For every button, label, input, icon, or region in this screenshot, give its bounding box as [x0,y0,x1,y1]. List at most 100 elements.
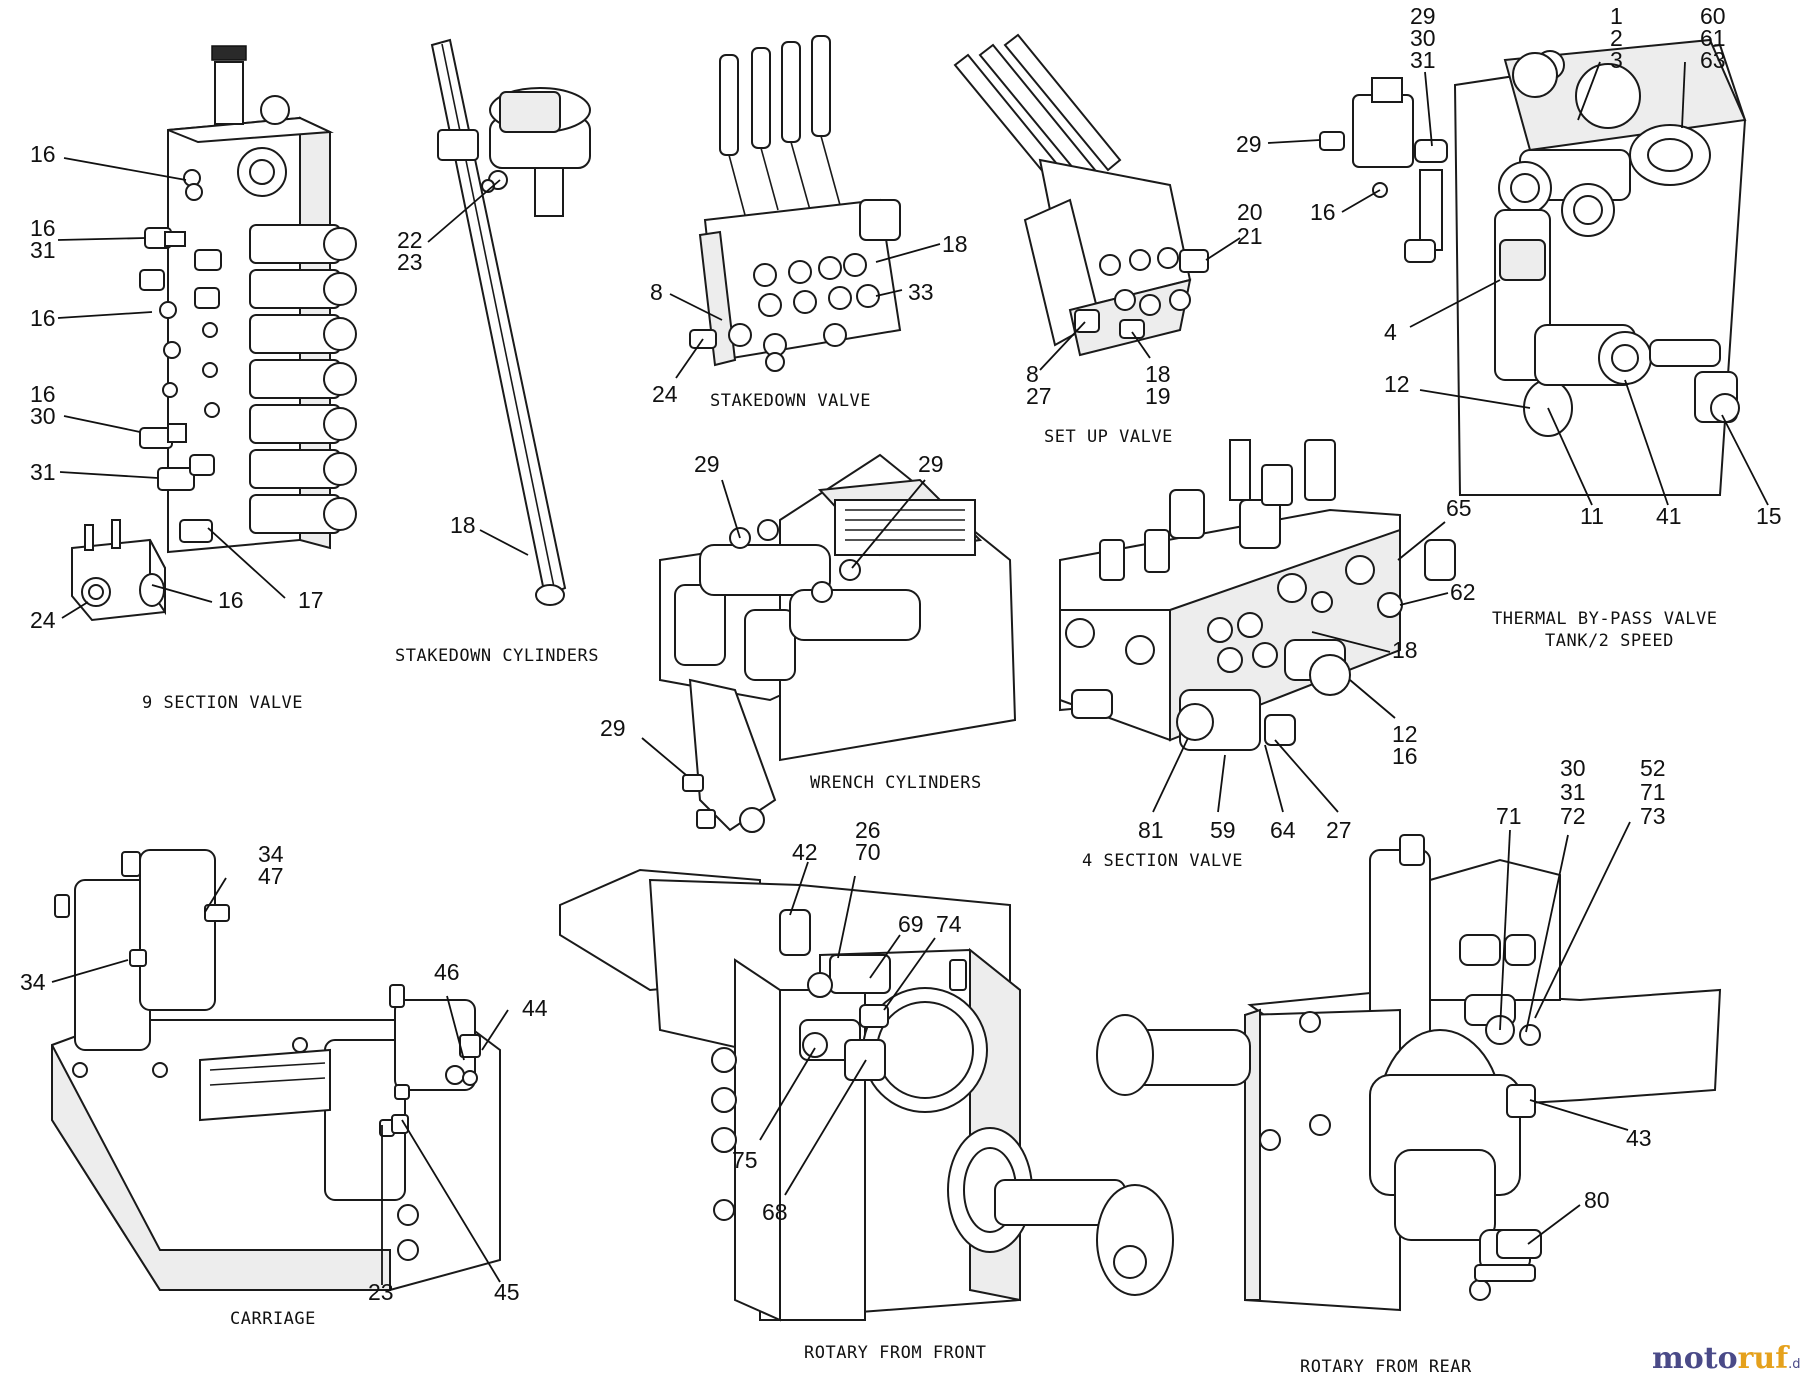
callout-52: 52 [1640,755,1666,781]
title-thermal-tank-speed: TANK/2 SPEED [1545,631,1674,651]
callout-65: 65 [1446,495,1472,521]
leader-lines [51,61,1769,1285]
svg-text:motoruf.de: motoruf.de [1652,1341,1800,1376]
callout-41: 41 [1656,503,1682,529]
title-carriage: CARRIAGE [230,1309,316,1329]
title-thermal-bypass: THERMAL BY-PASS VALVE [1492,609,1717,629]
callout-23: 23 [368,1279,394,1305]
valve-section-ports [249,224,357,534]
callout-42: 42 [792,839,818,865]
callout-26: 26 [855,817,881,843]
callout-30: 30 [1560,755,1586,781]
title-wrench-cylinders: WRENCH CYLINDERS [810,773,982,793]
left-fittings [139,169,222,543]
callout-18: 18 [1145,361,1171,387]
callout-17: 17 [298,587,324,613]
callout-70: 70 [855,839,881,865]
callout-18: 18 [1392,637,1418,663]
callout-8: 8 [650,279,663,305]
set-up-valve-drawing [953,33,1209,357]
title-set-up-valve: SET UP VALVE [1044,427,1173,447]
callout-21: 21 [1237,223,1263,249]
callout-1: 1 [1610,3,1623,29]
rotary-front-drawing [559,868,1174,1322]
callout-8: 8 [1026,361,1039,387]
rotary-rear-drawing [1096,834,1722,1312]
callout-34: 34 [20,969,46,995]
callout-16: 16 [30,381,56,407]
callout-23: 23 [397,249,423,275]
callout-69: 69 [898,911,924,937]
callout-15: 15 [1756,503,1782,529]
section-titles: 9 SECTION VALVE STAKEDOWN CYLINDERS STAK… [142,391,1717,1376]
callout-74: 74 [936,911,962,937]
title-four-section-valve: 4 SECTION VALVE [1082,851,1243,871]
callout-31: 31 [1410,47,1436,73]
callout-29: 29 [918,451,944,477]
callout-68: 68 [762,1199,788,1225]
watermark-de: .de [1788,1357,1800,1372]
callout-59: 59 [1210,817,1236,843]
callout-29: 29 [1236,131,1262,157]
callout-61: 61 [1700,25,1726,51]
callout-31: 31 [1560,779,1586,805]
title-rotary-rear: ROTARY FROM REAR [1300,1357,1472,1376]
callout-16: 16 [30,305,56,331]
callout-75: 75 [732,1147,758,1173]
valve-levers [719,35,841,216]
callout-72: 72 [1560,803,1586,829]
callout-18: 18 [450,512,476,538]
callout-12: 12 [1392,721,1418,747]
callout-80: 80 [1584,1187,1610,1213]
stakedown-valve-drawing [689,35,902,372]
callout-71: 71 [1496,803,1522,829]
callout-22: 22 [397,227,423,253]
callout-18: 18 [942,231,968,257]
carriage-drawing [51,849,501,1291]
callout-19: 19 [1145,383,1171,409]
callout-64: 64 [1270,817,1296,843]
callout-46: 46 [434,959,460,985]
callout-29: 29 [600,715,626,741]
callout-16: 16 [1392,743,1418,769]
callout-73: 73 [1640,803,1666,829]
callout-81: 81 [1138,817,1164,843]
callout-24: 24 [30,607,56,633]
callout-27: 27 [1026,383,1052,409]
four-section-valve-drawing [1059,439,1456,751]
callout-3: 3 [1610,47,1623,73]
watermark-ruf: ruf [1738,1341,1791,1376]
callout-12: 12 [1384,371,1410,397]
callout-11: 11 [1580,503,1604,529]
callout-62: 62 [1450,579,1476,605]
callout-16: 16 [218,587,244,613]
callout-43: 43 [1626,1125,1652,1151]
callout-29: 29 [694,451,720,477]
title-stakedown-valve: STAKEDOWN VALVE [710,391,871,411]
title-rotary-front: ROTARY FROM FRONT [804,1343,987,1363]
callout-numbers: 16 16 31 16 16 30 31 24 16 17 22 23 18 1… [20,3,1782,1305]
callout-20: 20 [1237,199,1263,225]
callout-30: 30 [1410,25,1436,51]
callout-16: 16 [1310,199,1336,225]
watermark-logo: motoruf.de [1652,1341,1800,1376]
watermark-moto: moto [1652,1341,1738,1376]
thermal-bypass-drawing [1319,38,1747,496]
callout-34: 34 [258,841,284,867]
callout-47: 47 [258,863,284,889]
callout-71: 71 [1640,779,1666,805]
callout-30: 30 [30,403,56,429]
callout-2: 2 [1610,25,1623,51]
stakedown-cylinders-drawing [430,38,591,606]
callout-33: 33 [908,279,934,305]
wrench-cylinders-drawing [659,453,1017,833]
callout-24: 24 [652,381,678,407]
callout-44: 44 [522,995,548,1021]
nine-section-valve-drawing [71,45,357,622]
callout-29: 29 [1410,3,1436,29]
callout-16: 16 [30,141,56,167]
callout-4: 4 [1384,319,1397,345]
callout-27: 27 [1326,817,1352,843]
